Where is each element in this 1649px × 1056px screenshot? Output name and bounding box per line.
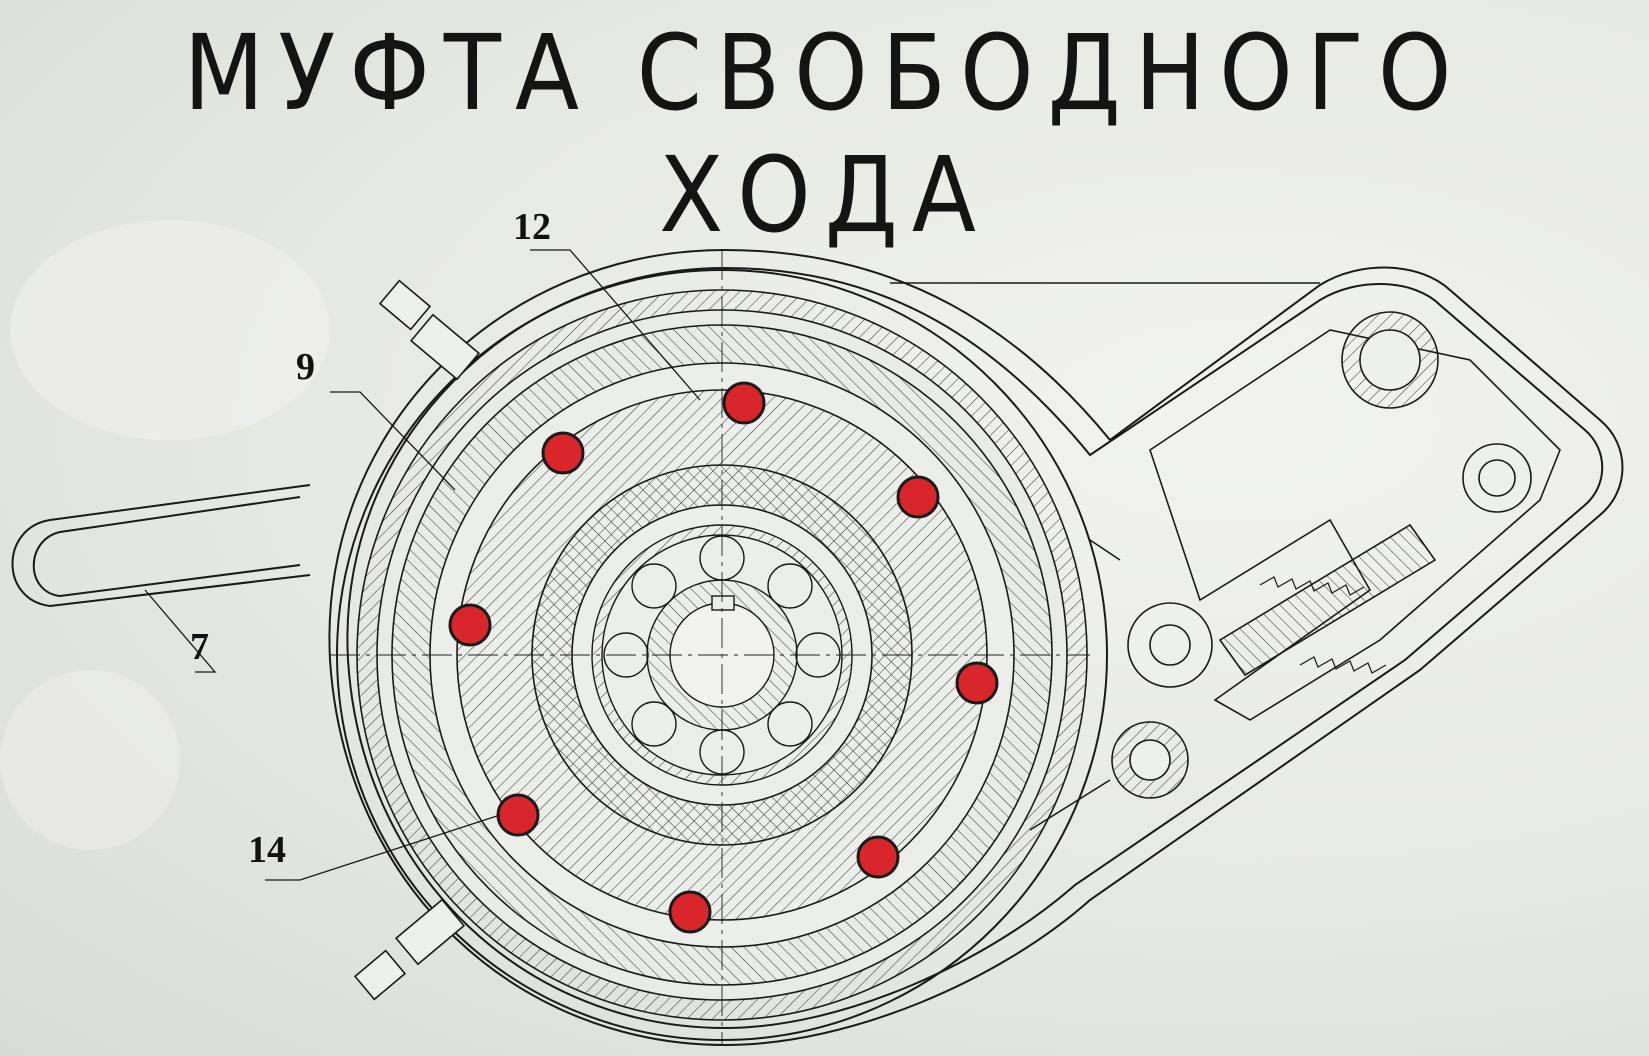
roller	[496, 793, 540, 837]
lever-handle	[11, 484, 311, 608]
callout-14: 14	[248, 829, 286, 871]
callout-7: 7	[190, 626, 209, 668]
roller	[448, 603, 492, 647]
roller	[896, 475, 940, 519]
roller	[668, 890, 712, 934]
center-lines	[330, 250, 1090, 1045]
roller	[541, 431, 585, 475]
callout-12: 12	[513, 206, 551, 248]
housing	[328, 248, 1624, 1047]
roller	[722, 381, 766, 425]
roller	[856, 835, 900, 879]
leader-lines	[144, 249, 701, 881]
bolts	[353, 279, 481, 1001]
linkage	[1029, 311, 1532, 831]
drawing-title: МУФТА СВОБОДНОГО ХОДА	[183, 12, 1466, 256]
callout-9: 9	[296, 346, 315, 388]
locking-rollers	[448, 381, 999, 934]
paper-stains	[0, 220, 330, 850]
roller	[955, 661, 999, 705]
